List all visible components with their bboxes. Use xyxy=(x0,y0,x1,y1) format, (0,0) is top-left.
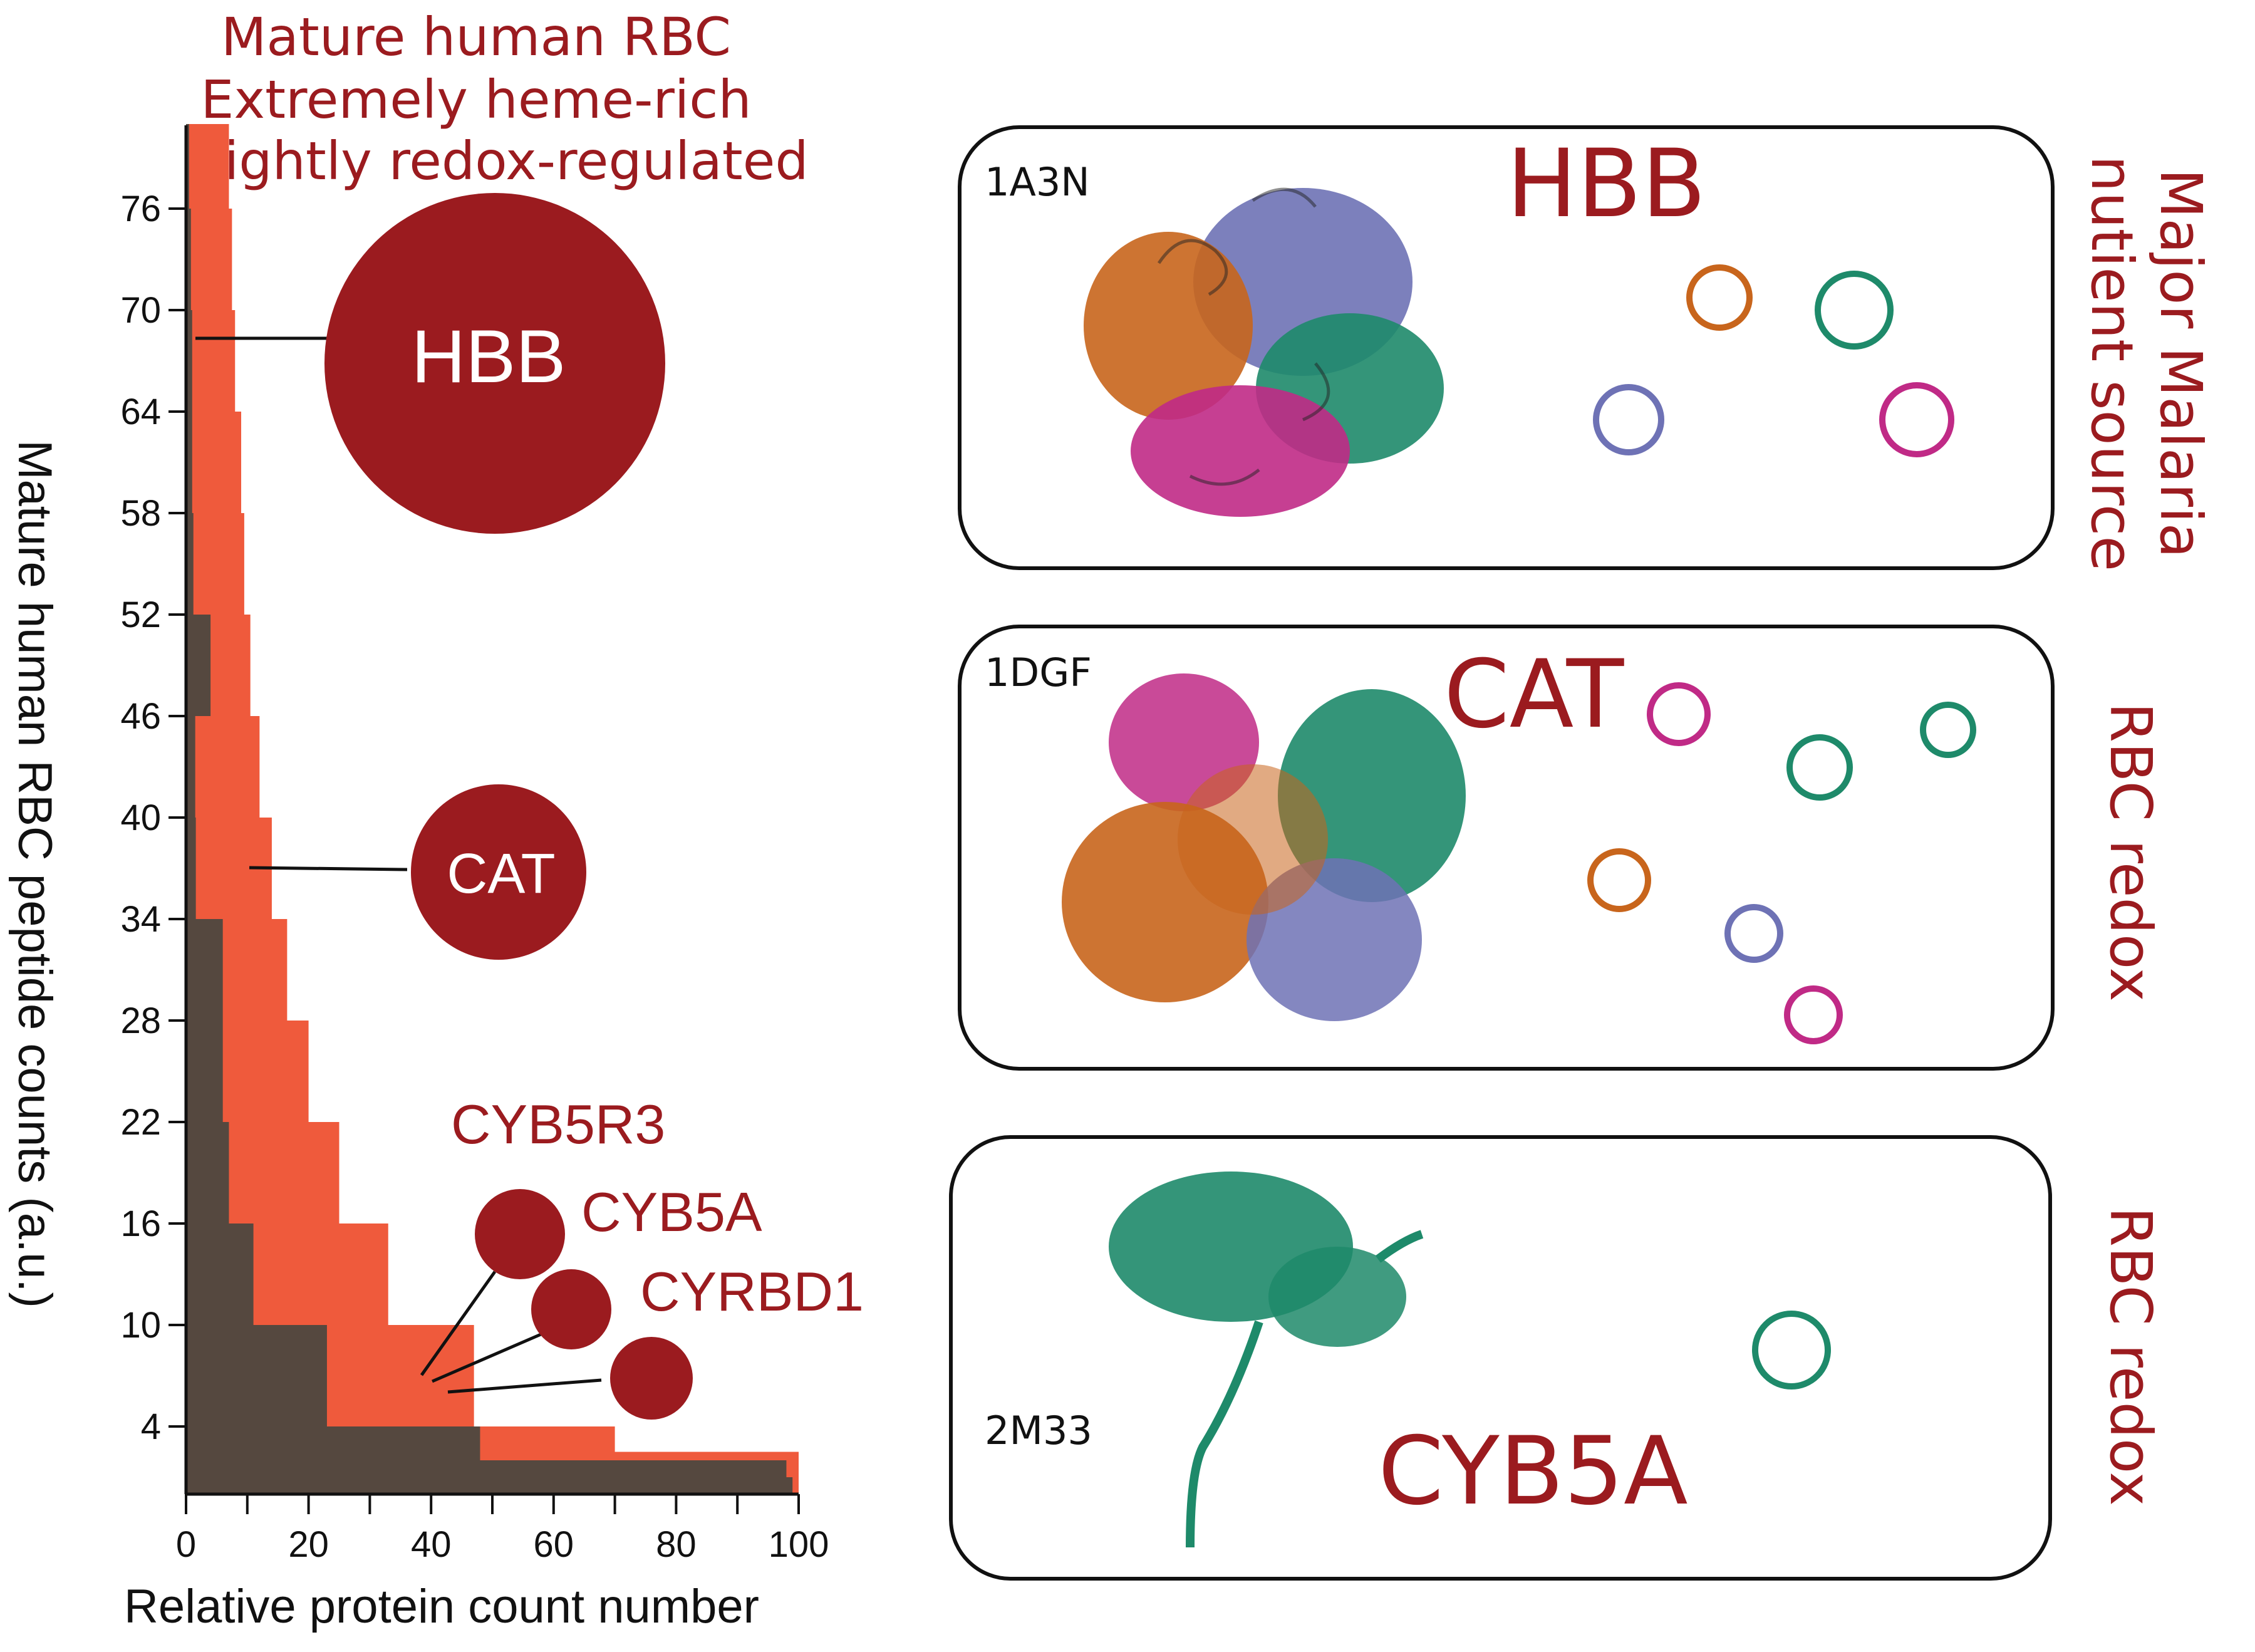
y-tick-label-40: 40 xyxy=(120,797,161,838)
hbb-bubble-label: HBB xyxy=(412,314,566,398)
y-tick-label-70: 70 xyxy=(120,290,161,331)
panel-3-side-label: RBC redox xyxy=(2097,1207,2164,1506)
y-ticks: 4 10 16 22 28 34 40 46 52 58 64 70 76 xyxy=(120,189,186,1447)
envelope-bar-6 xyxy=(186,716,260,818)
observed-bar-3 xyxy=(186,412,192,513)
chart: Mature human RBC Extremely heme-rich Tig… xyxy=(8,6,864,1633)
cat-leader-line xyxy=(249,866,408,871)
panel-2-side-label: RBC redox xyxy=(2097,702,2164,1002)
observed-bar-13 xyxy=(186,1426,480,1460)
y-tick-label-10: 10 xyxy=(120,1305,161,1346)
observed-bar-11 xyxy=(186,1223,254,1325)
chart-header-line-2: Extremely heme-rich xyxy=(200,69,751,130)
chart-header-line-1: Mature human RBC xyxy=(221,6,731,68)
cyrbd1-leader-line xyxy=(447,1378,602,1394)
observed-bar-2 xyxy=(186,310,192,412)
observed-bar-15 xyxy=(186,1477,793,1494)
observed-bar-8 xyxy=(186,919,223,1021)
heme-ligand-icons xyxy=(1593,264,1954,457)
envelope-bar-3 xyxy=(186,412,242,513)
panel-1-side-label-line-1: Major Malaria xyxy=(2147,169,2214,558)
observed-series xyxy=(186,124,793,1494)
catalase-structure-image xyxy=(1062,673,1466,1021)
y-tick-label-34: 34 xyxy=(120,899,161,940)
structure-panel-cat: 1DGF CAT xyxy=(958,625,2055,1071)
heme-ligand-icon xyxy=(1752,1311,1831,1390)
y-tick-label-28: 28 xyxy=(120,1000,161,1041)
y-tick-label-64: 64 xyxy=(120,392,161,432)
structure-panel-cyb5a: 2M33 CYB5A xyxy=(949,1135,2052,1581)
cyb5r3-leader-line xyxy=(420,1270,497,1376)
y-tick-label-22: 22 xyxy=(120,1102,161,1143)
hbb-bubble xyxy=(324,193,665,534)
y-tick-label-4: 4 xyxy=(141,1406,161,1447)
envelope-bar-1 xyxy=(186,209,232,310)
observed-bar-10 xyxy=(186,1122,229,1223)
cat-bubble xyxy=(411,784,586,960)
observed-bar-5 xyxy=(186,615,211,716)
envelope-bar-4 xyxy=(186,513,244,615)
observed-bar-12 xyxy=(186,1325,327,1426)
envelope-bar-2 xyxy=(186,310,236,412)
protein-callouts: HBB CAT CYB5R3 CYB5A CYRBD1 xyxy=(195,193,864,1420)
observed-bar-4 xyxy=(186,513,194,615)
cyrbd1-label: CYRBD1 xyxy=(640,1260,864,1322)
observed-bar-14 xyxy=(186,1460,787,1477)
pdb-id-label: 1A3N xyxy=(985,159,1090,205)
y-tick-label-52: 52 xyxy=(120,595,161,635)
cat-bubble-label: CAT xyxy=(447,843,555,905)
x-tick-label-20: 20 xyxy=(288,1524,329,1565)
pdb-id-label: 2M33 xyxy=(985,1408,1092,1453)
cyb5r3-bubble xyxy=(475,1189,565,1279)
x-tick-label-0: 0 xyxy=(176,1524,196,1565)
y-tick-label-16: 16 xyxy=(120,1203,161,1244)
x-tick-label-80: 80 xyxy=(656,1524,697,1565)
protein-name-label: HBB xyxy=(1506,130,1706,239)
cyb5a-label: CYB5A xyxy=(581,1181,762,1243)
y-tick-label-58: 58 xyxy=(120,493,161,534)
chart-header-line-3: Tightly redox-regulated xyxy=(193,130,809,192)
x-ticks: 0 20 40 60 80 100 xyxy=(176,1494,829,1565)
cyb5r3-label: CYB5R3 xyxy=(451,1093,665,1155)
panel-1-side-label-line-2: nutient source xyxy=(2078,155,2145,571)
y-axis-label: Mature human RBC peptide counts (a.u.) xyxy=(8,440,61,1308)
observed-bar-1 xyxy=(186,209,191,310)
y-tick-label-76: 76 xyxy=(120,189,161,229)
observed-bar-9 xyxy=(186,1021,223,1122)
protein-name-label: CYB5A xyxy=(1378,1417,1688,1526)
pdb-id-label: 1DGF xyxy=(985,650,1092,695)
hemoglobin-structure-image xyxy=(1084,187,1444,517)
heme-ligand-icons xyxy=(1587,682,1976,1044)
x-tick-label-60: 60 xyxy=(534,1524,574,1565)
cytochrome-b5-structure-image xyxy=(1109,1171,1424,1548)
x-tick-label-100: 100 xyxy=(769,1524,829,1565)
protein-name-label: CAT xyxy=(1444,640,1625,749)
observed-bar-6 xyxy=(186,716,195,818)
cyb5a-bubble xyxy=(531,1269,611,1349)
cyrbd1-bubble xyxy=(610,1337,693,1420)
envelope-bar-0 xyxy=(186,124,229,209)
cyb5a-leader-line xyxy=(432,1331,544,1383)
x-axis-label: Relative protein count number xyxy=(124,1580,759,1633)
structure-panel-hbb: 1A3N HBB xyxy=(958,125,2055,570)
y-tick-label-46: 46 xyxy=(120,696,161,737)
observed-bar-7 xyxy=(186,818,196,919)
x-tick-label-40: 40 xyxy=(411,1524,452,1565)
